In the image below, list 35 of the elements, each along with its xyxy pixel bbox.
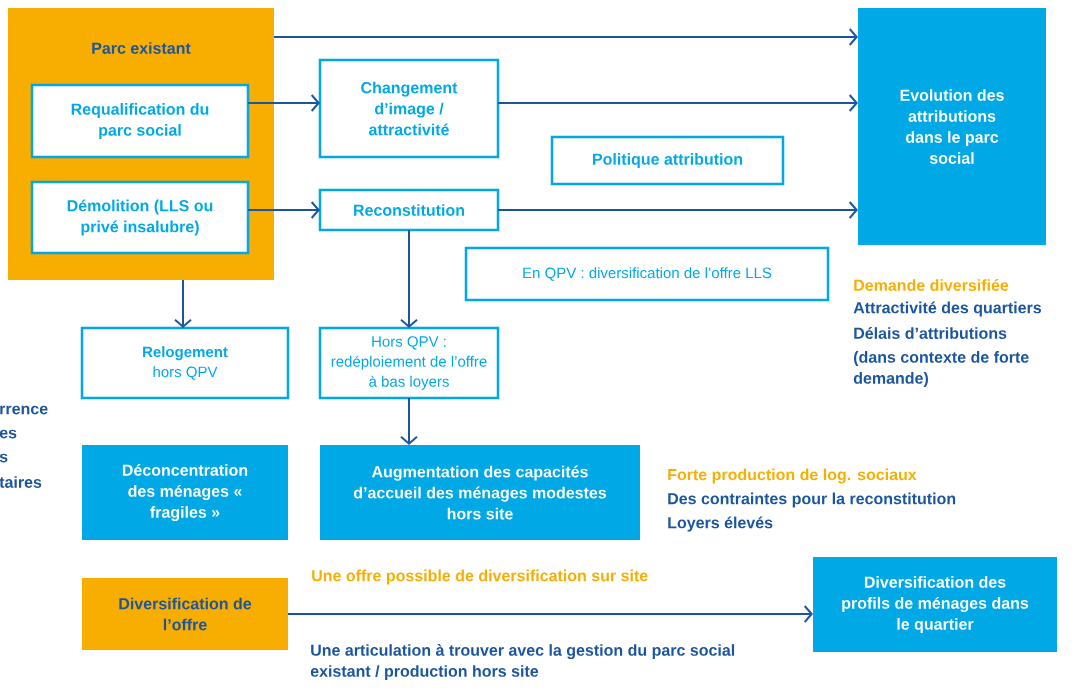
note-text: Forte production de log. sociaux (668, 468, 917, 484)
edge-label: Une offre possible de diversification sur site (310, 568, 650, 586)
note-text: Demande diversifiée (854, 279, 1009, 291)
note-text: taires (0, 476, 42, 488)
note-text: Délais d’attributions (854, 327, 1007, 339)
note-text: Des contraintes pour la reconstitution (668, 492, 956, 508)
arrow (247, 201, 320, 219)
arrow (247, 94, 320, 112)
note-text: s (0, 453, 8, 463)
arrow (497, 201, 858, 219)
arrow (174, 279, 192, 328)
process-box: Reconstitution (318, 188, 500, 232)
note-text: rrence (0, 405, 48, 415)
note-text: Loyers élevés (668, 516, 773, 532)
process-box: Relogement hors QPV (80, 326, 290, 400)
arrow (400, 397, 418, 445)
note-text: Attractivité des quartiers (853, 301, 1042, 317)
outcome-box: Evolution des attributions dans le parc social (858, 8, 1046, 245)
process-box: Diversification de l’offre (82, 578, 288, 650)
outcome-box: Déconcentration des ménages « fragiles » (82, 445, 288, 540)
arrow (287, 605, 813, 623)
process-box: Démolition (LLS ou privé insalubre) (30, 180, 250, 255)
process-box: Changement d’image / attractivité (318, 58, 500, 159)
note-text: Une articulation à trouver avec la gestion du parc social existant / production hors site (310, 644, 735, 681)
process-box: Politique attribution (550, 135, 785, 186)
process-box: Requalification du parc social (30, 83, 250, 159)
note-text: es (0, 429, 17, 439)
outcome-box: Diversification des profils de ménages dans le quartier (813, 557, 1057, 652)
arrow (400, 229, 418, 328)
process-box: En QPV : diversification de l’offre LLS (464, 246, 830, 302)
arrow (273, 28, 858, 46)
arrow (497, 94, 858, 112)
process-box: Hors QPV : redéploiement de l’offre à bas loyers (318, 326, 500, 400)
outcome-box: Augmentation des capacités d’accueil des ménages modestes hors site (320, 445, 640, 540)
note-text: (dans contexte de forte demande) (853, 351, 1029, 387)
